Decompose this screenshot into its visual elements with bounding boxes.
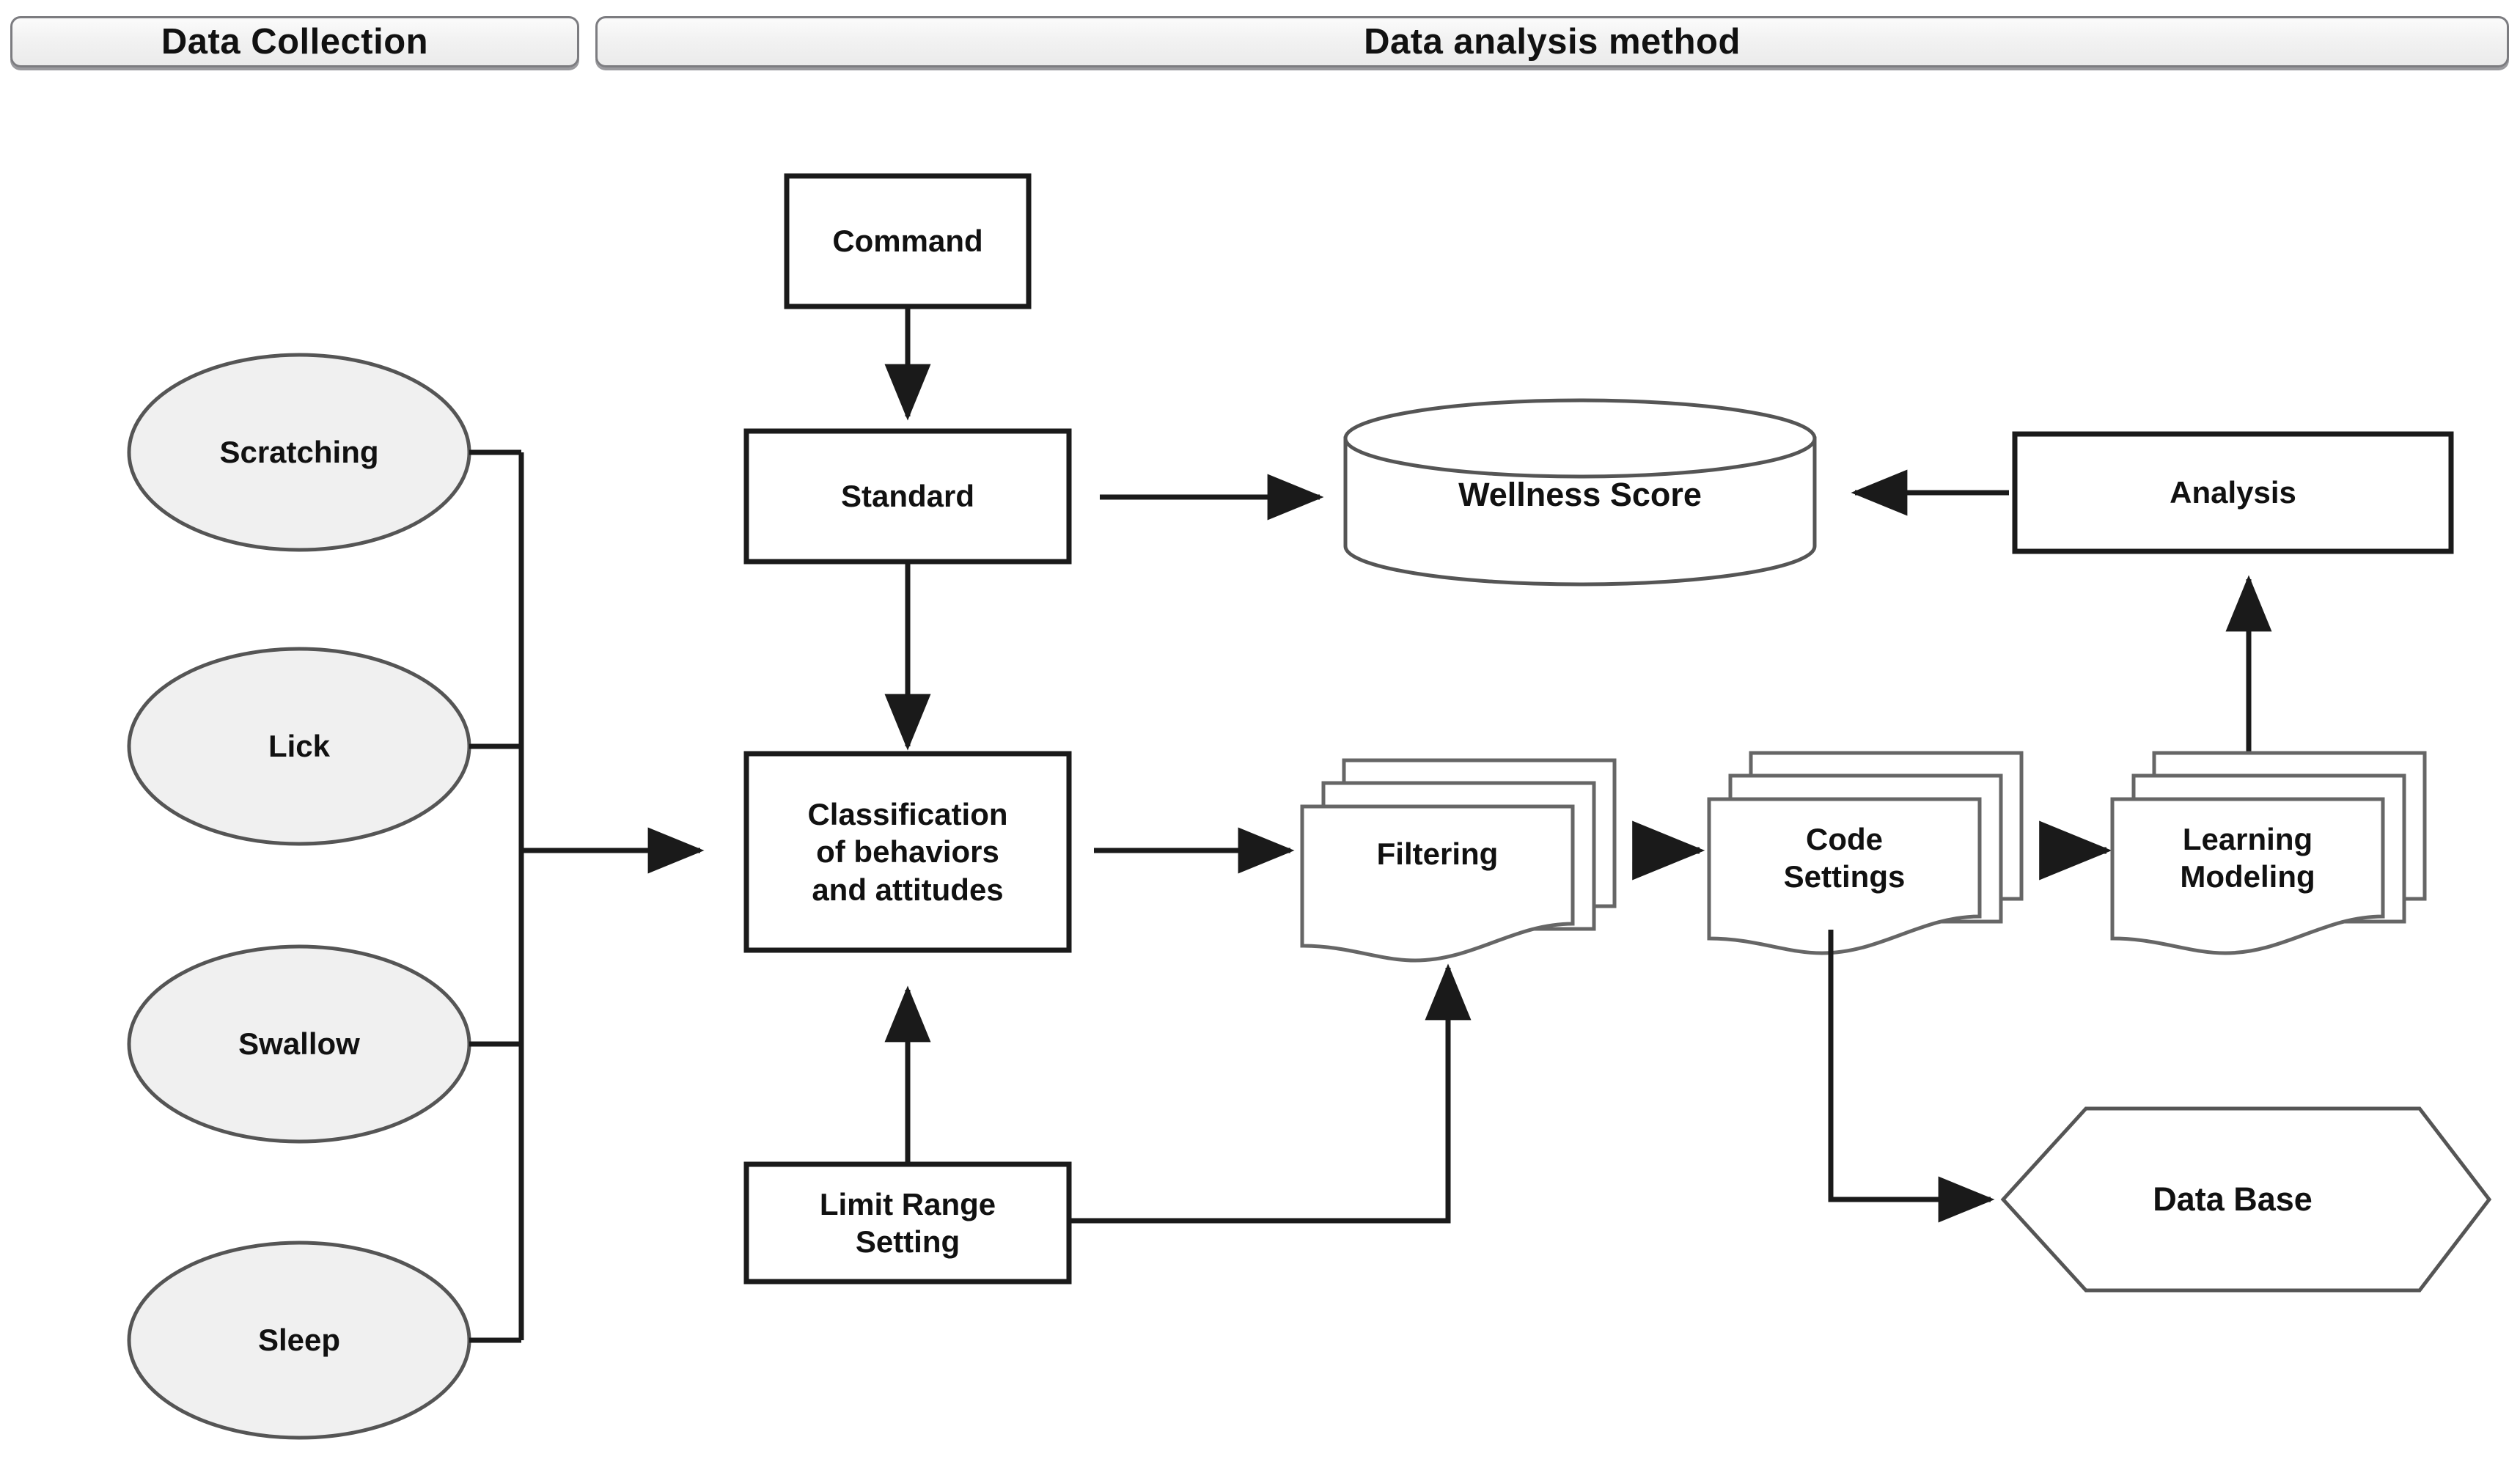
node-scratching-shape[interactable] xyxy=(127,353,471,552)
node-analysis-shape[interactable] xyxy=(2012,431,2454,554)
banner-data-analysis-method: Data analysis method xyxy=(595,16,2509,67)
edge-behaviors-bus xyxy=(469,449,524,1343)
node-filtering-shape[interactable] xyxy=(1300,758,1617,963)
node-learning-modeling-shape[interactable] xyxy=(2110,751,2427,955)
banner-data-collection: Data Collection xyxy=(10,16,579,67)
node-classification-shape[interactable] xyxy=(743,751,1072,953)
banner-data-collection-label: Data Collection xyxy=(161,22,429,62)
node-data-base-shape[interactable] xyxy=(2000,1106,2492,1293)
node-swallow-shape[interactable] xyxy=(127,944,471,1144)
node-wellness-score-shape[interactable] xyxy=(1343,398,1817,587)
banner-data-analysis-method-label: Data analysis method xyxy=(1364,22,1741,62)
node-code-settings-shape[interactable] xyxy=(1707,751,2024,955)
node-lick-shape[interactable] xyxy=(127,647,471,846)
edge-limit-range-to-filtering xyxy=(1069,963,1472,1224)
edge-code-settings-to-data-base xyxy=(1828,930,1995,1223)
node-command-shape[interactable] xyxy=(784,173,1032,309)
node-sleep-shape[interactable] xyxy=(127,1241,471,1440)
node-standard-shape[interactable] xyxy=(743,428,1072,565)
node-limit-range-shape[interactable] xyxy=(743,1161,1072,1285)
